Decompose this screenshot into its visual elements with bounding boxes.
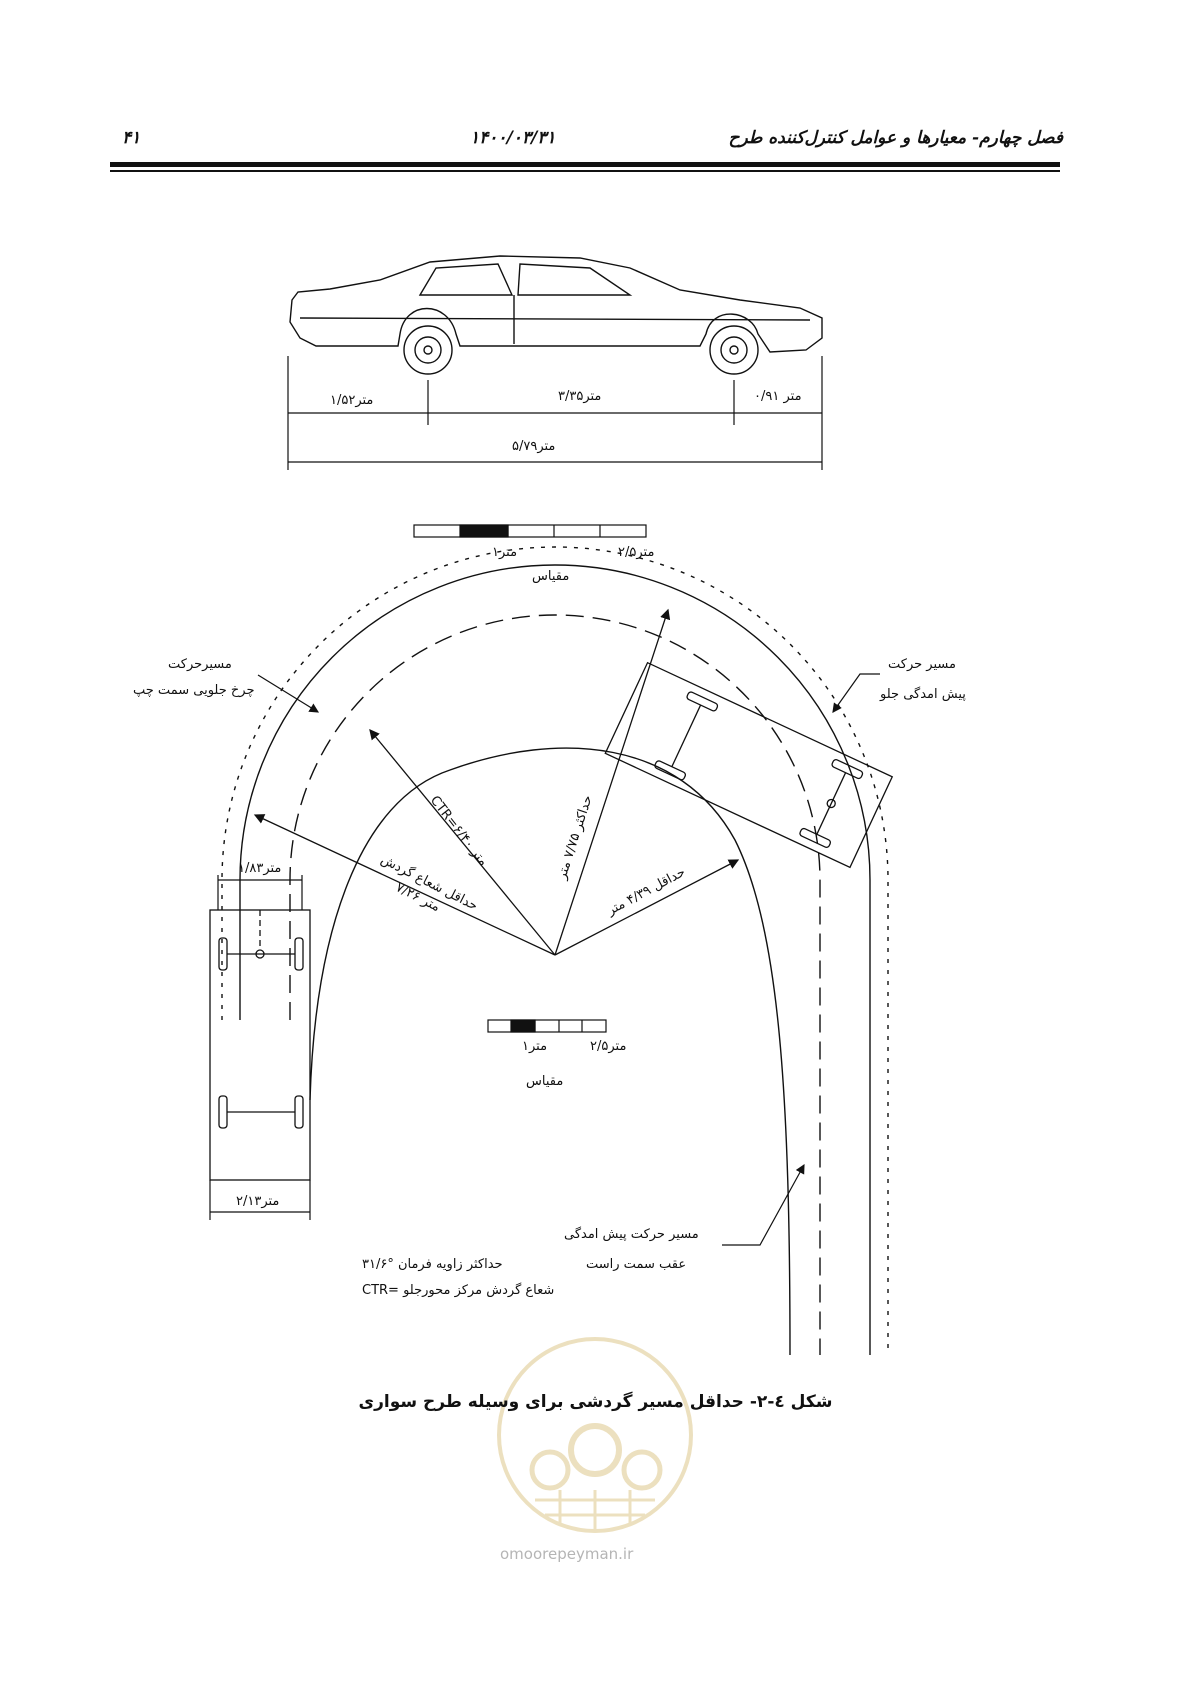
- car-dimensions: [287, 356, 823, 470]
- car-start-width-dims: [209, 875, 311, 1220]
- callout-front-overhang-2: پیش امدگی جلو: [879, 686, 966, 702]
- callout-rear-overhang-1: مسیر حرکت پیش امدگی: [564, 1226, 699, 1242]
- watermark-logo: [497, 1337, 693, 1533]
- dim-total-length: ۵/۷۹متر: [512, 439, 555, 454]
- width-bottom-label: ۲/۱۳متر: [236, 1194, 279, 1209]
- max-radius-label: حداکثر ۷/۷۵ متر: [554, 793, 596, 882]
- dim-wheelbase: ۳/۳۵متر: [558, 389, 601, 404]
- callout-leaders: [257, 673, 880, 1246]
- scale-mid-label-a: ۲/۵متر: [590, 1039, 626, 1054]
- header-rule-thin: [110, 170, 1060, 172]
- callout-left-wheel-1: مسیرحرکت: [168, 657, 232, 672]
- car-plan-turning: [604, 661, 894, 869]
- note-ctr: CTR= شعاع گردش مرکز محورجلو: [362, 1282, 554, 1298]
- dashed-path: [289, 614, 821, 1355]
- scale-bar-mid: [487, 1019, 607, 1033]
- dim-rear-overhang: ۱/۵۲متر: [330, 393, 373, 408]
- callout-rear-overhang-2: عقب سمت راست: [586, 1257, 686, 1272]
- watermark-url: omoorepeyman.ir: [500, 1545, 634, 1563]
- car-plan-start: [209, 909, 311, 1181]
- page-number: ۴۱: [122, 128, 141, 148]
- scale-bar-top: [413, 524, 647, 538]
- width-top-label: ۱/۸۳متر: [238, 861, 281, 876]
- rear-overhang-path: [309, 747, 791, 1356]
- turning-paths: [221, 546, 889, 1356]
- left-front-wheel-path: [239, 564, 871, 1355]
- scale-mid-label-b: ۱متر: [522, 1039, 547, 1054]
- scale-top-label-a: ۲/۵متر: [618, 545, 654, 560]
- ctr-label: CTR=۶/۴۰ متر: [427, 793, 491, 869]
- scale-top-title: مقیاس: [532, 569, 569, 584]
- callout-front-overhang-1: مسیر حرکت: [888, 657, 956, 672]
- scale-top-label-b: ۱متر: [492, 545, 517, 560]
- radius-lines: [253, 608, 740, 956]
- header-title: فصل چهارم- معیارها و عوامل کنترل‌کننده ط…: [728, 128, 1063, 148]
- figure-caption: شکل ٤-٢- حداقل مسیر گردشی برای وسیله طرح…: [358, 1392, 833, 1412]
- note-steering: حداکثر زاویه فرمان °۳۱/۶: [362, 1257, 503, 1272]
- car-side-view: [289, 255, 823, 375]
- callout-left-wheel-2: چرخ جلویی سمت چپ: [133, 683, 254, 698]
- header-rule-thick: [110, 162, 1060, 167]
- header-date: ۱۴۰۰/۰۳/۳۱: [470, 128, 556, 148]
- scale-mid-title: مقیاس: [526, 1074, 563, 1089]
- dim-front-overhang: ۰/۹۱ متر: [754, 389, 802, 404]
- front-overhang-path: [221, 546, 889, 1355]
